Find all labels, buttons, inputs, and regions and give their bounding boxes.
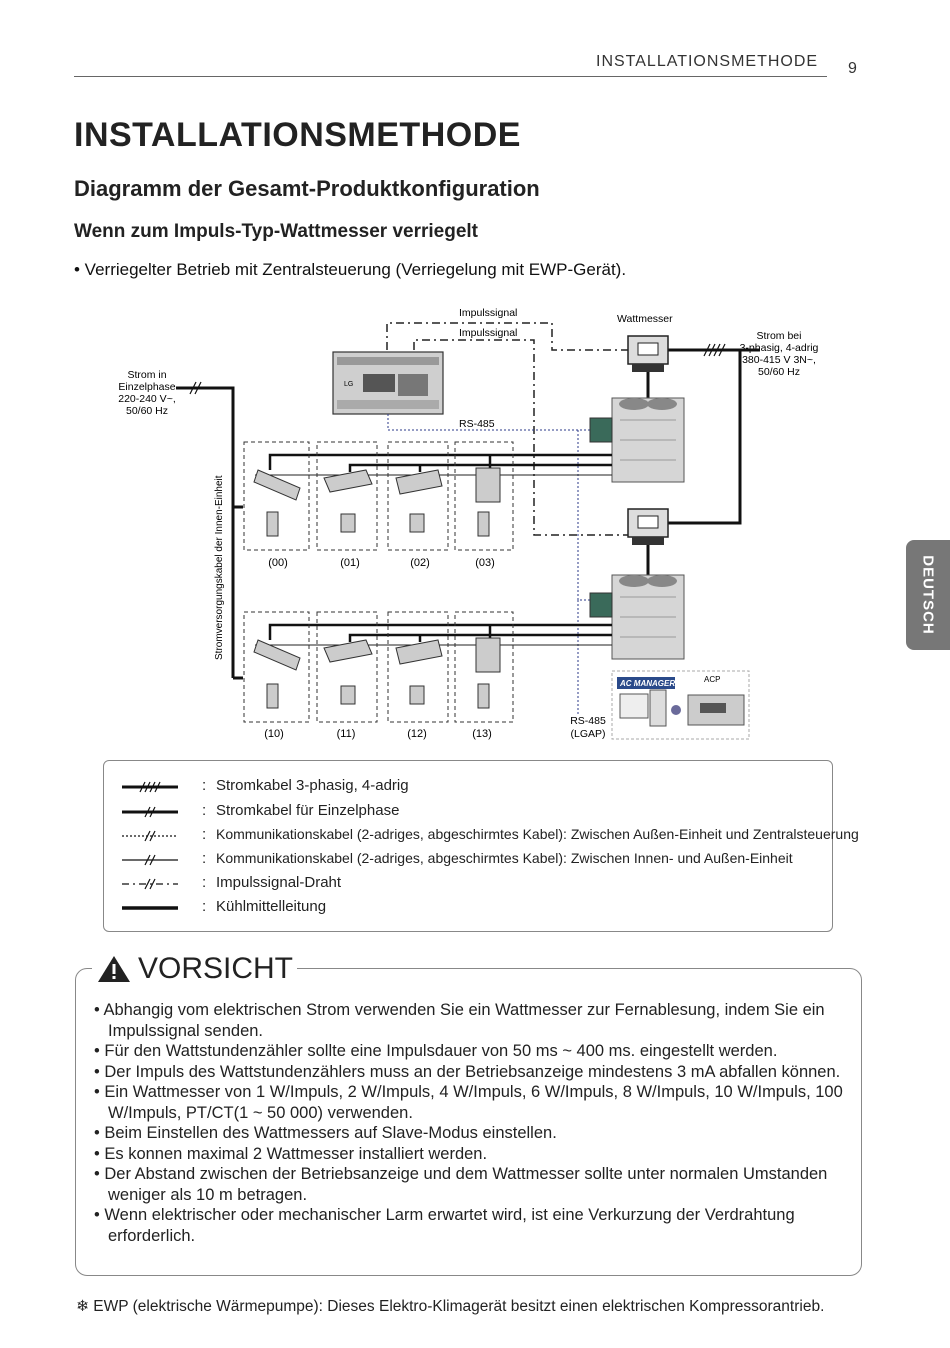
legend-text: Kommunikationskabel (2-adriges, abgeschi… [216, 826, 859, 842]
wattmeter-label: Wattmesser [617, 313, 673, 325]
unit-label-13: (13) [472, 728, 492, 740]
warning-icon [98, 956, 130, 982]
legend-row: : Kommunikationskabel (2-adriges, abgesc… [104, 824, 859, 848]
rs485-lgap-label-2: (LGAP) [570, 728, 605, 740]
footnote: ❄ EWP (elektrische Wärmepumpe): Dieses E… [76, 1298, 825, 1315]
svg-text:Strom in: Strom in [127, 369, 166, 381]
svg-text:380-415 V 3N~,: 380-415 V 3N~, [742, 354, 816, 366]
phase-hash-marks [189, 343, 726, 395]
outdoor-unit-upper [589, 397, 685, 483]
legend-row: : Impulssignal-Draht [104, 872, 832, 896]
refrigerant-line-symbol [122, 906, 178, 910]
page-number: 9 [848, 60, 857, 77]
single-phase-cable-symbol [122, 806, 178, 818]
impulse-label-2: Impulssignal [459, 327, 517, 339]
three-phase-cable-symbol [122, 781, 178, 793]
controller-logo: LG [344, 381, 353, 388]
page-title: INSTALLATIONSMETHODE [74, 116, 521, 154]
caution-item: • Es konnen maximal 2 Wattmesser install… [94, 1144, 488, 1163]
legend-text: Impulssignal-Draht [216, 874, 342, 891]
caution-title: VORSICHT [138, 952, 294, 985]
unit-label-03: (03) [475, 557, 495, 569]
wattmeter-lower [627, 508, 669, 545]
refrigerant-lines [268, 453, 612, 642]
rs485-label: RS-485 [459, 418, 495, 430]
legend-row: : Stromkabel für Einzelphase [104, 800, 832, 824]
legend-text: Stromkabel für Einzelphase [216, 802, 400, 819]
unit-label-10: (10) [264, 728, 284, 740]
ac-manager-logo: AC MANAGER [619, 679, 675, 688]
outdoor-unit-lower [589, 574, 685, 660]
header-rule [74, 76, 827, 77]
indoor-power-cable-label: Stromversorgungskabel der Innen-Einheit [214, 475, 225, 660]
intro-bullet: • Verriegelter Betrieb mit Zentralsteuer… [74, 260, 627, 279]
unit-label-01: (01) [340, 557, 360, 569]
power-cables [176, 348, 760, 680]
single-phase-power-label: Strom in Einzelphase 220-240 V~, 50/60 H… [118, 369, 176, 417]
language-tab: DEUTSCH [906, 540, 950, 650]
unit-label-00: (00) [268, 557, 288, 569]
legend-text: Kühlmittelleitung [216, 898, 327, 915]
caution-item: • Der Impuls des Wattstundenzählers muss… [94, 1062, 841, 1081]
acp-label: ACP [704, 675, 720, 684]
caution-item: • Für den Wattstundenzähler sollte eine … [94, 1042, 778, 1060]
impulse-wire-symbol [122, 878, 178, 890]
legend-row: : Kommunikationskabel (2-adriges, abgesc… [104, 848, 832, 872]
caution-item: • Wenn elektrischer oder mechanischer La… [94, 1206, 795, 1245]
svg-text:3-phasig, 4-adrig: 3-phasig, 4-adrig [740, 342, 819, 354]
svg-text:220-240 V~,: 220-240 V~, [118, 393, 176, 405]
legend-text: Kommunikationskabel (2-adriges, abgeschi… [216, 850, 793, 866]
product-configuration-diagram: Impulssignal Impulssignal Wattmesser Str… [118, 307, 819, 740]
impulse-signal-wires [386, 322, 628, 536]
legend-row: : Stromkabel 3-phasig, 4-adrig [104, 775, 832, 799]
svg-text:50/60 Hz: 50/60 Hz [126, 405, 168, 417]
unit-label-11: (11) [337, 728, 356, 740]
section-heading: Diagramm der Gesamt-Produktkonfiguration [74, 176, 540, 201]
indoor-groups-top [243, 441, 514, 551]
subsection-heading: Wenn zum Impuls-Typ-Wattmesser verriegel… [74, 221, 479, 242]
central-controller: LG [332, 351, 444, 415]
indoor-units-top [253, 467, 501, 537]
caution-heading: VORSICHT [92, 952, 298, 986]
three-phase-power-label: Strom bei 3-phasig, 4-adrig 380-415 V 3N… [740, 330, 819, 378]
central-comm-cable-symbol [122, 830, 178, 842]
running-header: INSTALLATIONSMETHODE [596, 53, 819, 70]
wattmeter-upper [627, 335, 669, 372]
indoor-comm-cable-symbol [122, 854, 178, 866]
legend: : Stromkabel 3-phasig, 4-adrig : Stromka… [103, 760, 859, 932]
caution-item: • Ein Wattmesser von 1 W/Impuls, 2 W/Imp… [94, 1083, 843, 1122]
svg-text:50/60 Hz: 50/60 Hz [758, 366, 800, 378]
unit-label-12: (12) [407, 728, 427, 740]
caution-item: • Der Abstand zwischen der Betriebsanzei… [94, 1165, 828, 1204]
indoor-groups-bottom [243, 611, 514, 723]
svg-text:Einzelphase: Einzelphase [118, 381, 175, 393]
ac-manager-group: AC MANAGER ACP [611, 670, 750, 740]
caution-item: • Abhangig vom elektrischen Strom verwen… [94, 1001, 825, 1040]
svg-text:Strom bei: Strom bei [757, 330, 802, 342]
impulse-label-1: Impulssignal [459, 307, 517, 319]
legend-text: Stromkabel 3-phasig, 4-adrig [216, 777, 409, 794]
unit-label-02: (02) [410, 557, 430, 569]
caution-box [75, 968, 862, 1276]
caution-list: • Abhangig vom elektrischen Strom verwen… [94, 1000, 854, 1246]
legend-row: : Kühlmittelleitung [104, 896, 832, 920]
rs485-lgap-label-1: RS-485 [570, 715, 606, 727]
indoor-units-bottom [253, 637, 501, 709]
caution-item: • Beim Einstellen des Wattmessers auf Sl… [94, 1124, 557, 1142]
